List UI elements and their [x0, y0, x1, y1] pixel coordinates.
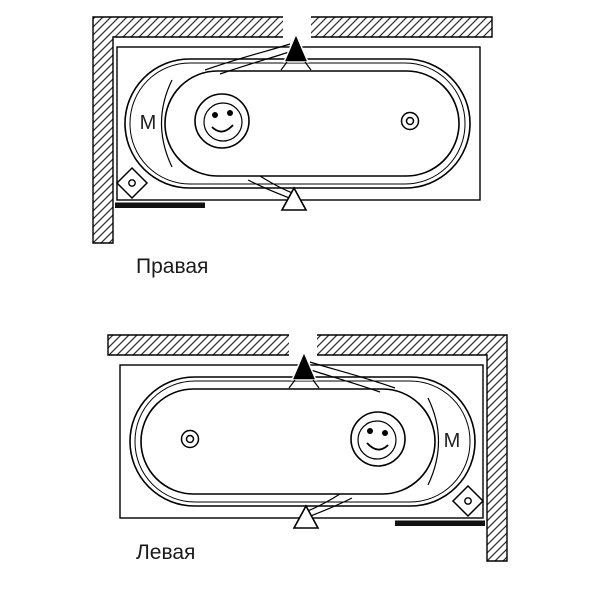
rim-curve-top-1 [204, 43, 291, 71]
wall-hatched-top-left [92, 16, 493, 244]
screen-bar [395, 520, 485, 526]
drain-smiley-icon [350, 411, 406, 467]
diagram-label-left: Левая [136, 541, 195, 564]
diagram-left-hand: M Левая [107, 334, 508, 564]
wall-arrow-icon [288, 350, 320, 389]
floor-drain-diamond-icon [451, 484, 485, 518]
wall-gap [289, 334, 317, 356]
diagram-label-right: Правая [136, 255, 208, 278]
tub-rim-lip [134, 380, 471, 503]
headrest-marker-label: M [140, 112, 157, 134]
wall-hatched-top-right [107, 334, 508, 562]
headrest-arc [160, 79, 173, 168]
headrest-marker-label: M [444, 430, 461, 452]
wall-arrow-icon [280, 32, 312, 71]
floor-drain-diamond-icon [115, 166, 149, 200]
headrest-arc [427, 397, 440, 486]
rim-curve-top-1 [309, 361, 396, 389]
diagram-right-hand: M Правая [92, 16, 493, 278]
drain-smiley-icon [194, 93, 250, 149]
drain-triangle-icon [292, 504, 320, 529]
wall-gap [283, 16, 311, 38]
overflow-drain-icon [180, 429, 200, 449]
tub-rim-lip [129, 62, 466, 185]
drain-triangle-icon [280, 186, 308, 211]
overflow-drain-icon [400, 111, 420, 131]
tub-basin [140, 388, 436, 495]
screen-bar [115, 202, 205, 208]
tub-basin [164, 70, 460, 177]
